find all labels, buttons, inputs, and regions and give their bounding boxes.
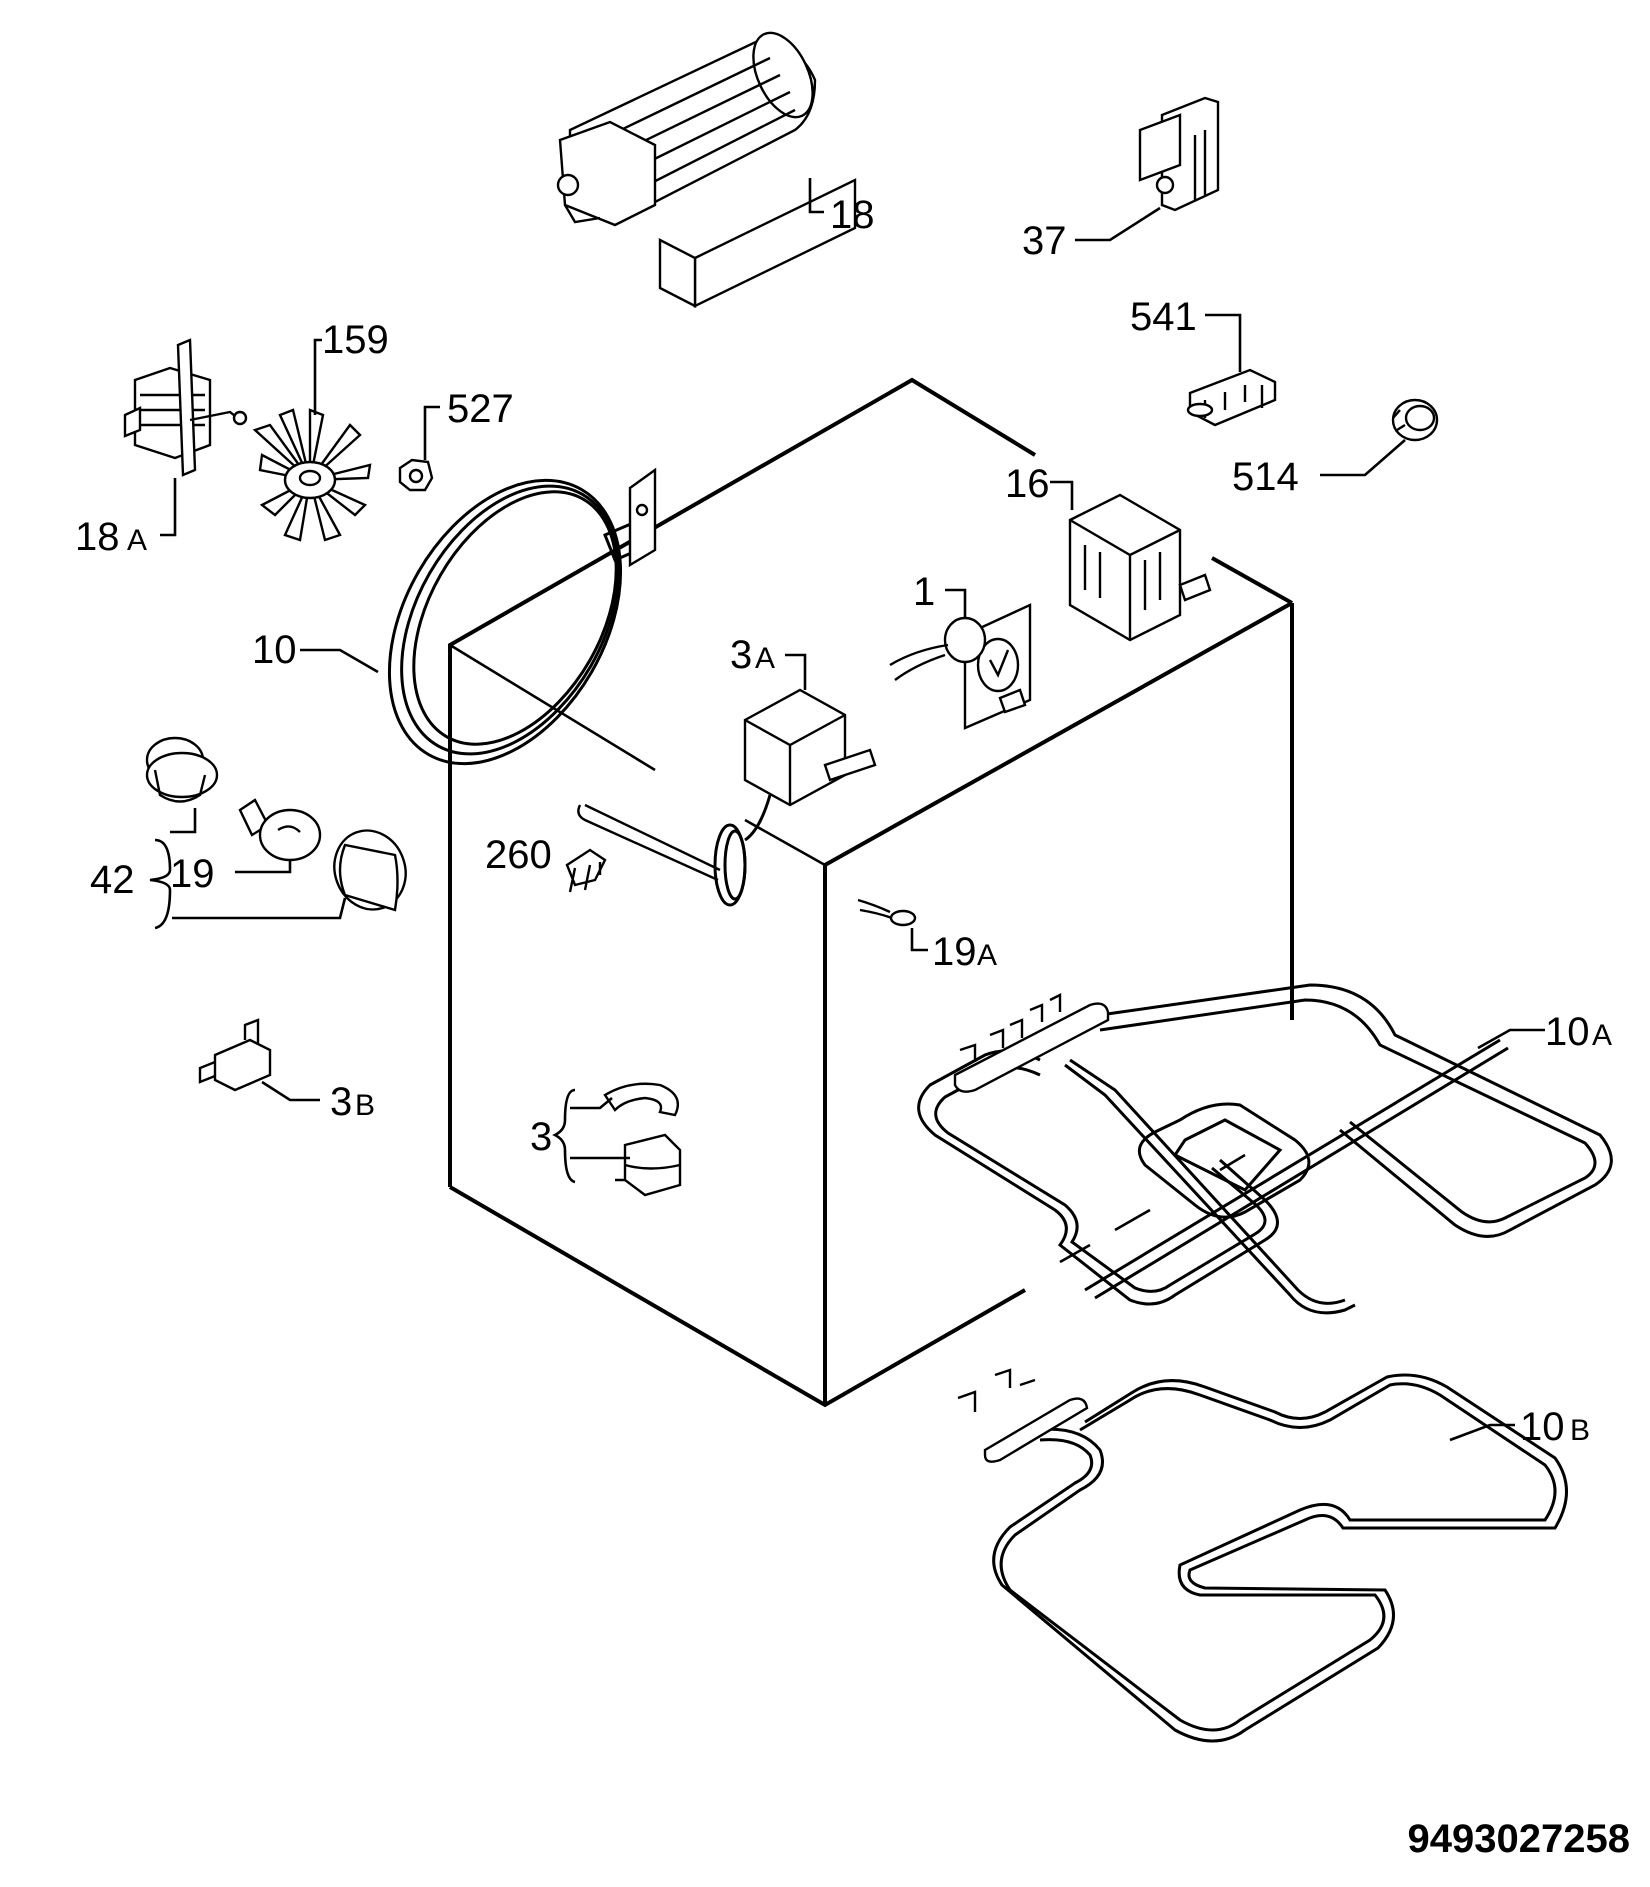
callout-514: 514 [1232, 439, 1406, 499]
document-number: 9493027258 [1408, 1817, 1630, 1861]
lamp-bulb-19-part [238, 798, 322, 862]
lamp-ring-514-part [1391, 398, 1439, 442]
label-3b: 3 [330, 1080, 352, 1124]
label-159: 159 [322, 318, 389, 362]
selector-switch-16-part [1068, 493, 1212, 642]
label-19a-suffix: A [977, 939, 997, 972]
nut-527-part [398, 458, 434, 492]
label-16: 16 [1005, 462, 1050, 506]
bottom-element-10b-part [957, 1368, 1568, 1743]
callout-42-group: 42 19 [90, 808, 347, 930]
callout-19a: 19 A [910, 928, 997, 974]
callout-37: 37 [1022, 206, 1161, 263]
callout-10: 10 [252, 628, 379, 674]
label-3b-suffix: B [355, 1089, 375, 1122]
lamp-holder-part [145, 736, 219, 803]
callout-10b: 10 B [1449, 1405, 1590, 1449]
label-541: 541 [1130, 295, 1197, 339]
label-19: 19 [170, 852, 215, 896]
label-1: 1 [913, 570, 935, 614]
oven-cavity-box [448, 377, 1294, 1408]
label-10a-suffix: A [1592, 1019, 1612, 1052]
timer-1-part [889, 603, 1032, 730]
label-10a: 10 [1545, 1010, 1590, 1054]
label-42: 42 [90, 858, 135, 902]
label-18a: 18 [75, 515, 120, 559]
callout-10a: 10 A [1477, 1010, 1612, 1054]
fan-blade-159-part [252, 408, 372, 542]
label-10b-suffix: B [1570, 1414, 1590, 1447]
callout-18a: 18 A [75, 478, 177, 559]
fan-motor-18a-part [123, 338, 248, 477]
circular-element-10-part [387, 467, 657, 766]
callout-3a: 3 A [730, 633, 807, 690]
label-3a: 3 [730, 633, 752, 677]
callout-1: 1 [913, 570, 967, 618]
lamp-cover-part [333, 829, 407, 912]
callout-3-group: 3 [530, 1088, 630, 1184]
callout-18: 18 [808, 178, 875, 237]
callout-527: 527 [423, 387, 514, 460]
label-37: 37 [1022, 219, 1067, 263]
label-3: 3 [530, 1115, 552, 1159]
thermostat-3a-part [577, 688, 877, 907]
label-260: 260 [485, 833, 552, 877]
sensor-19a-part [857, 898, 917, 927]
callout-3b: 3 B [261, 1080, 375, 1124]
label-18a-suffix: A [127, 524, 147, 557]
label-514: 514 [1232, 455, 1299, 499]
callout-159: 159 [313, 318, 389, 415]
label-18: 18 [830, 193, 875, 237]
tangential-fan-part [556, 31, 857, 308]
label-10b: 10 [1520, 1405, 1565, 1449]
label-10: 10 [252, 628, 297, 672]
connector-541-part [1186, 368, 1277, 427]
label-527: 527 [447, 387, 514, 431]
callout-260: 260 [485, 833, 552, 877]
grill-element-10a-part [917, 983, 1613, 1315]
callout-16: 16 [1005, 462, 1074, 510]
label-19a: 19 [932, 930, 977, 974]
clip-set-3-part [603, 1082, 682, 1197]
callout-541: 541 [1130, 295, 1242, 372]
cutout-3b-part [198, 1018, 272, 1092]
label-3a-suffix: A [755, 642, 775, 675]
switch-37-part [1138, 96, 1220, 212]
clip-260-part [565, 848, 607, 893]
